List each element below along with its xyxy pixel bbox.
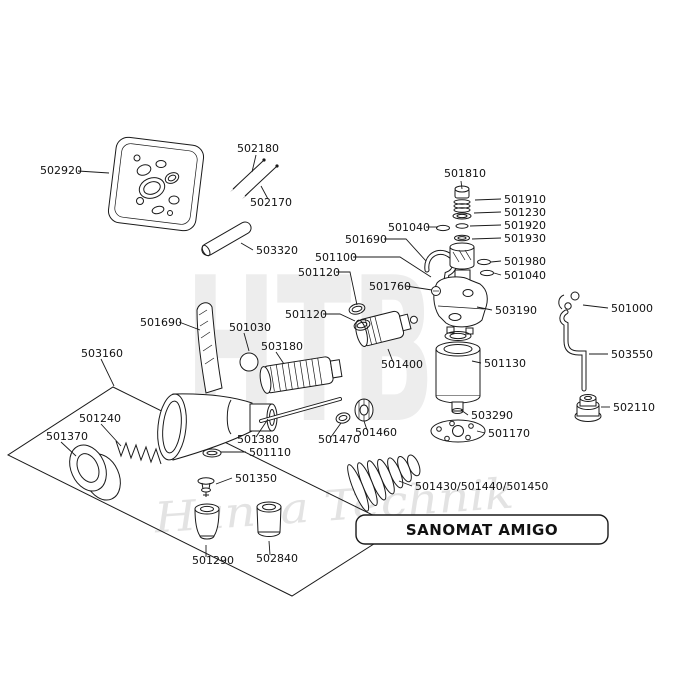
valve-501350 (197, 477, 215, 497)
washer-501230 (452, 212, 472, 220)
part-label: 502920 (40, 164, 82, 177)
piston-501400 (355, 310, 418, 347)
part-label: 501980 (504, 255, 546, 268)
gasket-sheet-502920 (107, 136, 205, 232)
part-label: 501130 (484, 357, 526, 370)
part-label: 501120 (298, 266, 340, 279)
part-label: 501110 (249, 446, 291, 459)
model-title: SANOMAT AMIGO (406, 521, 558, 539)
leader-lines (60, 154, 610, 557)
part-label: 501920 (504, 219, 546, 232)
part-label: 502170 (250, 196, 292, 209)
ring-501930 (454, 234, 470, 242)
ring-501920 (455, 223, 469, 229)
valve-body-503190 (424, 249, 488, 335)
part-label: 501930 (504, 232, 546, 245)
needles-502180-502170 (230, 158, 279, 199)
part-label: 503180 (261, 340, 303, 353)
part-label: 503160 (81, 347, 123, 360)
o-ring-501040-a (436, 224, 450, 232)
o-ring-501040-b (480, 269, 494, 277)
part-label: 501120 (285, 308, 327, 321)
part-label: 501350 (235, 472, 277, 485)
part-label: 501430/501440/501450 (415, 480, 548, 493)
part-label: 503550 (611, 348, 653, 361)
part-label: 501100 (315, 251, 357, 264)
nut-501460 (354, 398, 374, 422)
part-label: 501030 (229, 321, 271, 334)
part-label: 501400 (381, 358, 423, 371)
part-label: 503290 (471, 409, 513, 422)
can-501130 (435, 331, 481, 414)
valve-seat (449, 247, 475, 270)
ring-501470 (335, 412, 351, 424)
part-label: 501040 (388, 221, 430, 234)
part-label: 501460 (355, 426, 397, 439)
part-label: 501230 (504, 206, 546, 219)
part-label: 501290 (192, 554, 234, 567)
roller-501370 (69, 444, 121, 501)
part-label: 501910 (504, 193, 546, 206)
part-label: 501240 (79, 412, 121, 425)
valve-stack (436, 185, 494, 277)
sleeve-502840 (256, 501, 282, 537)
clip-501000 (558, 291, 580, 310)
foot-502110 (574, 394, 602, 422)
part-label: 502180 (237, 142, 279, 155)
stem-503290 (451, 401, 464, 412)
part-label: 501810 (444, 167, 486, 180)
spring-501240 (115, 440, 162, 465)
part-label: 501000 (611, 302, 653, 315)
bellows-501430-501440-501450 (347, 454, 421, 512)
part-label: 501690 (345, 233, 387, 246)
part-label: 503190 (495, 304, 537, 317)
flange-501170 (430, 419, 486, 443)
part-label: 501170 (488, 427, 530, 440)
bent-rod-503550 (559, 309, 587, 392)
blade-501690 (196, 302, 223, 394)
o-ring-501980 (477, 258, 491, 266)
part-label: 501470 (318, 433, 360, 446)
part-label: 501040 (504, 269, 546, 282)
push-rod-501380 (259, 397, 342, 423)
o-ring-501110 (202, 448, 222, 458)
rod-503320 (201, 221, 252, 257)
title-plate: SANOMAT AMIGO (355, 514, 609, 545)
part-label: 502110 (613, 401, 655, 414)
part-label: 501760 (369, 280, 411, 293)
o-rings-501120 (348, 303, 371, 331)
part-label: 502840 (256, 552, 298, 565)
part-labels: 502920 502180 502170 503320 501690 50110… (40, 142, 655, 567)
part-label: 501690 (140, 316, 182, 329)
part-label: 501370 (46, 430, 88, 443)
ball-501030 (239, 352, 259, 372)
base-plate-503160 (6, 386, 401, 597)
part-label: 503320 (256, 244, 298, 257)
cup-501290 (194, 503, 220, 540)
cylinder-503180 (259, 356, 343, 394)
part-label: 501380 (237, 433, 279, 446)
funnel-body (157, 393, 278, 461)
